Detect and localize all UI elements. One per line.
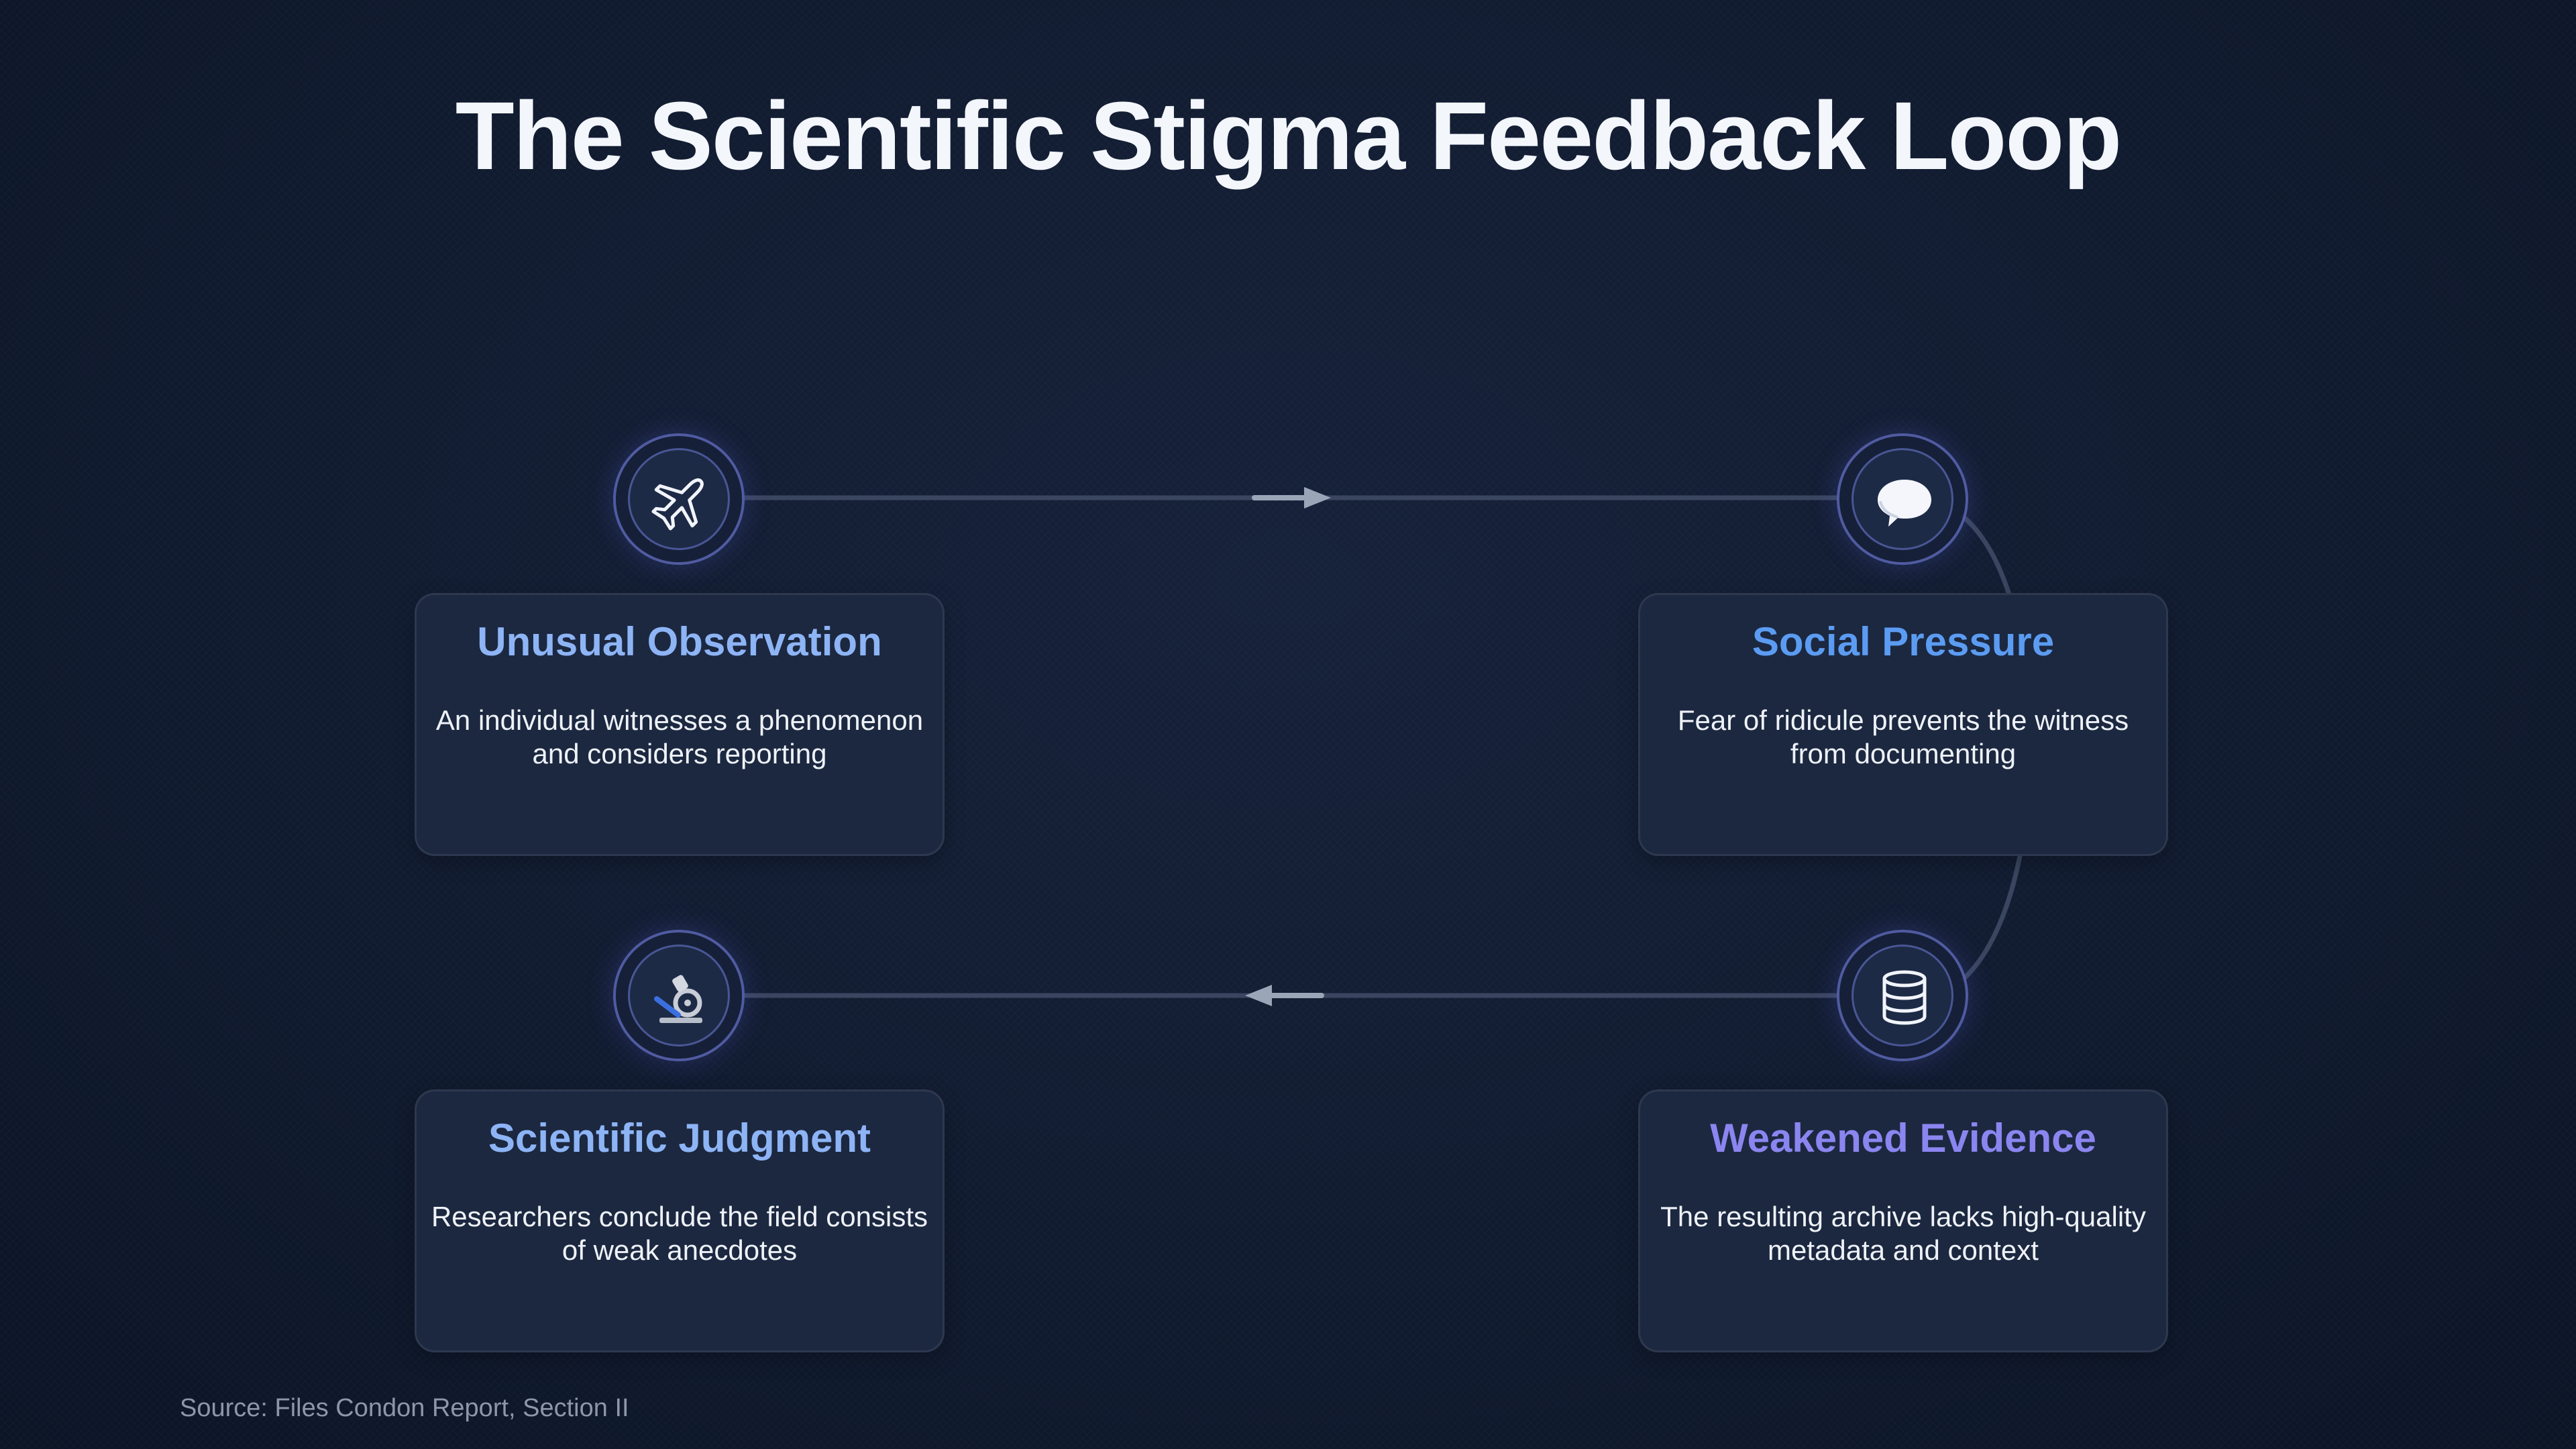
card-description: Fear of ridicule prevents the witness fr… bbox=[1677, 704, 2129, 770]
arrow-left-icon bbox=[1245, 985, 1324, 1006]
card-scientific-judgment: Scientific Judgment Researchers conclude… bbox=[415, 1089, 945, 1352]
node-weakened-evidence bbox=[1837, 930, 1968, 1061]
card-title: Scientific Judgment bbox=[488, 1116, 871, 1161]
arrow-right-icon bbox=[1252, 487, 1331, 508]
microscope-icon bbox=[654, 975, 702, 1023]
card-title: Social Pressure bbox=[1752, 619, 2055, 664]
source-citation: Source: Files Condon Report, Section II bbox=[180, 1394, 629, 1422]
card-description: Researchers conclude the field consists … bbox=[431, 1201, 928, 1267]
speech-bubble-icon bbox=[1878, 480, 1931, 527]
card-title: Weakened Evidence bbox=[1710, 1116, 2096, 1161]
card-social-pressure: Social Pressure Fear of ridicule prevent… bbox=[1638, 593, 2168, 856]
database-icon bbox=[1882, 970, 1927, 1025]
card-title: Unusual Observation bbox=[477, 619, 882, 664]
node-social-pressure bbox=[1837, 433, 1968, 565]
card-description: The resulting archive lacks high-quality… bbox=[1660, 1201, 2146, 1267]
airplane-icon bbox=[651, 478, 704, 531]
card-weakened-evidence: Weakened Evidence The resulting archive … bbox=[1638, 1089, 2168, 1352]
card-description: An individual witnesses a phenomenon and… bbox=[435, 704, 924, 770]
card-unusual-observation: Unusual Observation An individual witnes… bbox=[415, 593, 945, 856]
node-scientific-judgment bbox=[613, 930, 745, 1061]
node-unusual-observation bbox=[613, 433, 745, 565]
page-title: The Scientific Stigma Feedback Loop bbox=[455, 82, 2122, 190]
